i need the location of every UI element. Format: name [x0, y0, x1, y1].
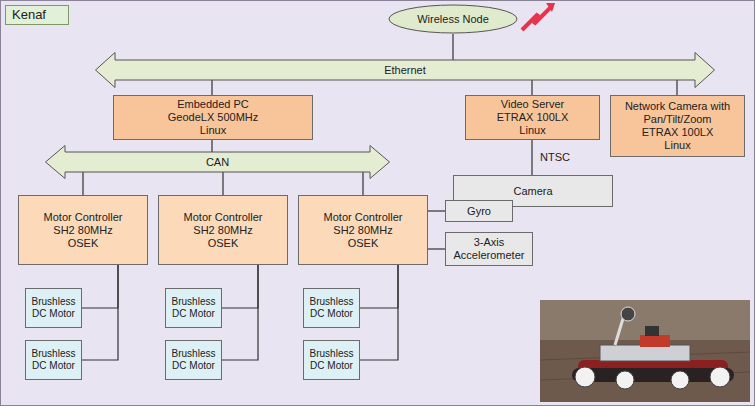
node-detail: SH2 80MHz	[193, 224, 252, 237]
robot-photo	[540, 300, 750, 402]
node-title: Kenaf	[5, 5, 69, 25]
node-title: Camera	[513, 185, 552, 198]
connector-line	[360, 265, 398, 360]
node-title: Gyro	[467, 205, 491, 218]
node-title: Brushless DC Motor	[308, 348, 355, 372]
node-detail: OSEK	[208, 237, 239, 250]
outline	[46, 146, 390, 179]
wireless-node: Wireless Node	[388, 4, 518, 34]
node-title: Brushless DC Motor	[170, 296, 217, 320]
wireless-symbol-head	[546, 3, 555, 12]
connector-line	[428, 210, 445, 211]
connector-line	[82, 265, 118, 360]
controller-box: Motor ControllerSH2 80MHzOSEK	[18, 195, 148, 265]
motor-box: Brushless DC Motor	[25, 288, 82, 328]
sensor-box: Gyro	[445, 200, 513, 222]
connector-line	[211, 140, 212, 152]
controller-box: Motor ControllerSH2 80MHzOSEK	[158, 195, 288, 265]
node-title: Motor Controller	[324, 211, 403, 224]
outline	[389, 5, 517, 33]
node-detail: SH2 80MHz	[53, 224, 112, 237]
node-title: Motor Controller	[44, 211, 123, 224]
signal-label: NTSC	[538, 151, 572, 164]
process-box: Video ServerETRAX 100LXLinux	[465, 95, 600, 140]
node-detail: GeodeLX 500MHz	[168, 111, 259, 124]
can-bus: CAN	[45, 145, 390, 179]
node-detail: ETRAX 100LX	[497, 111, 569, 124]
node-title: Video Server	[501, 98, 564, 111]
node-title: Ethernet	[384, 64, 426, 77]
outline	[96, 53, 715, 88]
motor-box: Brushless DC Motor	[165, 288, 222, 328]
connector-line	[360, 265, 398, 308]
node-title: Motor Controller	[184, 211, 263, 224]
node-title: Network Camera with Pan/Tilt/Zoom	[615, 100, 740, 126]
node-title: Brushless DC Motor	[30, 296, 77, 320]
process-box: Network Camera with Pan/Tilt/ZoomETRAX 1…	[610, 95, 745, 157]
node-detail: SH2 80MHz	[333, 224, 392, 237]
motor-box: Brushless DC Motor	[25, 340, 82, 380]
node-title: Embedded PC	[177, 98, 249, 111]
node-detail: OSEK	[348, 237, 379, 250]
controller-box: Motor ControllerSH2 80MHzOSEK	[298, 195, 428, 265]
node-title: Brushless DC Motor	[308, 296, 355, 320]
node-title: 3-Axis Accelerometer	[450, 236, 528, 262]
connector-line	[82, 265, 118, 308]
motor-box: Brushless DC Motor	[303, 288, 360, 328]
connector-line	[82, 172, 83, 195]
node-detail: OSEK	[68, 237, 99, 250]
connector-line	[428, 248, 445, 249]
process-box: Embedded PCGeodeLX 500MHzLinux	[113, 95, 313, 140]
node-title: Wireless Node	[417, 13, 489, 26]
wireless-symbol	[522, 6, 552, 30]
connector-line	[222, 265, 258, 360]
motor-box: Brushless DC Motor	[165, 340, 222, 380]
connector-line	[222, 172, 223, 195]
node-title: Brushless DC Motor	[170, 348, 217, 372]
connector-line	[531, 140, 532, 175]
connector-line	[362, 172, 363, 195]
ethernet-bus: Ethernet	[95, 52, 715, 88]
node-detail: Linux	[200, 124, 226, 137]
connector-line	[452, 34, 453, 60]
node-title: CAN	[206, 156, 229, 169]
connector-line	[531, 80, 532, 95]
node-detail: Linux	[519, 124, 545, 137]
connector-line	[676, 80, 677, 95]
sensor-box: 3-Axis Accelerometer	[445, 232, 533, 266]
node-detail: ETRAX 100LX	[642, 126, 714, 139]
node-title: Brushless DC Motor	[30, 348, 77, 372]
connector-line	[222, 265, 258, 308]
motor-box: Brushless DC Motor	[303, 340, 360, 380]
node-detail: Linux	[664, 139, 690, 152]
connector-line	[211, 80, 212, 95]
